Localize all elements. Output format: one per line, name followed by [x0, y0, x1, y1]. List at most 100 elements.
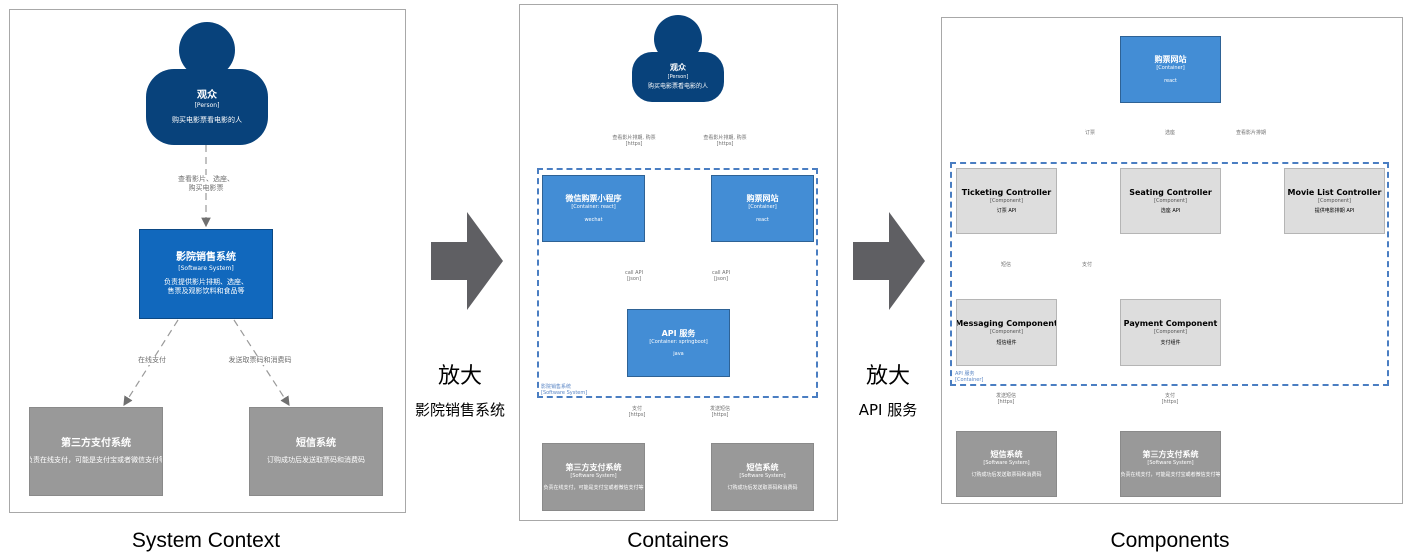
component-payment-desc: 负责在线支付，可能是支付宝或者微信支付等	[1120, 472, 1221, 478]
component-sms-box: 短信系统 [Software System] 订购成功后发送取票码和消费码	[956, 431, 1057, 497]
caption-containers: Containers	[627, 529, 729, 552]
edge-label-line: [json]	[713, 276, 729, 283]
zoom-arrow-icon	[431, 212, 503, 310]
movielist-controller-box: Movie List Controller [Component] 提供电影排期…	[1284, 168, 1385, 234]
container-payment-type: [Software System]	[570, 472, 617, 479]
edge-label-line: [json]	[626, 276, 642, 283]
messaging-type: [Component]	[990, 329, 1023, 336]
boundary-line: [Container]	[955, 377, 984, 383]
edge-label-msg: 短信	[1000, 262, 1012, 269]
edge-label-line: [https]	[625, 141, 643, 148]
container-viewer-type: [Person]	[667, 73, 689, 80]
container-payment-title: 第三方支付系统	[565, 462, 622, 472]
api-boundary-label: API 服务 [Container]	[955, 371, 983, 383]
system-desc-2: 售票及观影饮料和食品等	[167, 287, 245, 295]
component-web-desc: react	[1164, 77, 1177, 84]
boundary-line: 影院销售系统	[541, 384, 572, 390]
component-sms-type: [Software System]	[983, 459, 1030, 466]
web-title: 购票网站	[746, 194, 779, 204]
edge-label-line: 购买电影票	[188, 183, 224, 192]
messaging-title: Messaging Component	[956, 319, 1057, 329]
container-payment-desc: 负责在线支付，可能是支付宝或者微信支付等	[543, 485, 644, 491]
movielist-title: Movie List Controller	[1287, 187, 1382, 197]
component-web-box: 购票网站 [Container] react	[1120, 36, 1221, 103]
edge-label-viewer: 查看影片、选座、 购买电影票	[178, 175, 234, 193]
component-sms-desc: 订购成功后发送取票码和消费码	[971, 472, 1042, 478]
edge-label-comp-pay: 支付 [https]	[1161, 393, 1179, 406]
edge-label-line: 发送短信	[995, 393, 1017, 399]
edge-label-line: call API	[711, 270, 731, 276]
payment-component-box: Payment Component [Component] 支付组件	[1120, 299, 1221, 366]
zoom-sub-1: 影院销售系统	[414, 401, 506, 419]
container-sms-box: 短信系统 [Software System] 订购成功后发送取票码和消费码	[711, 443, 814, 511]
movielist-type: [Component]	[1318, 197, 1351, 204]
edge-label-line: 支付	[631, 406, 642, 412]
ticketing-title: Ticketing Controller	[961, 187, 1052, 197]
ticketing-controller-box: Ticketing Controller [Component] 订票 API	[956, 168, 1057, 234]
payment-system-box: 第三方支付系统 负责在线支付，可能是支付宝或者微信支付等	[29, 407, 163, 496]
viewer-person: 观众 [Person] 购买电影票看电影的人	[146, 69, 268, 145]
container-sms-desc: 订购成功后发送取票码和消费码	[727, 485, 798, 491]
edge-label-paycomp: 支付	[1081, 262, 1093, 269]
wechat-type: [Container: react]	[571, 204, 616, 211]
paymentcomp-desc: 支付组件	[1160, 339, 1181, 346]
edge-label-pay: 在线支付	[138, 356, 166, 365]
zoom-label-1: 放大	[437, 364, 483, 389]
system-type: [Software System]	[178, 264, 234, 272]
zoom-arrow-icon	[853, 212, 925, 310]
wechat-container-box: 微信购票小程序 [Container: react] wechat	[542, 175, 645, 242]
system-boundary	[537, 168, 818, 398]
edge-label-api-sms: 发送短信 [https]	[709, 406, 731, 419]
api-boundary	[950, 162, 1389, 386]
edge-label-line: [https]	[1161, 399, 1179, 406]
edge-label-viewer-web: 查看影片排期, 购票 [https]	[703, 135, 747, 148]
edge-label-call-left: call API [json]	[624, 270, 644, 283]
container-viewer-desc: 购买电影票看电影的人	[647, 83, 708, 91]
payment-desc: 负责在线支付，可能是支付宝或者微信支付等	[29, 456, 163, 465]
container-viewer-person: 观众 [Person] 购买电影票看电影的人	[632, 52, 724, 102]
edge-label-sms: 发送取票码和消费码	[228, 356, 292, 365]
boundary-line: [Software System]	[541, 390, 588, 396]
system-desc-1: 负责提供影片排期、选座、	[164, 278, 248, 287]
caption-components: Components	[1110, 529, 1230, 552]
edge-label-line: [https]	[716, 141, 734, 148]
web-desc: react	[756, 216, 769, 223]
edge-label-comp-sms: 发送短信 [https]	[995, 393, 1017, 406]
viewer-title: 观众	[197, 90, 217, 102]
seating-desc: 选座 API	[1160, 208, 1181, 214]
sms-title: 短信系统	[296, 437, 336, 449]
edge-label-line: [https]	[997, 399, 1015, 406]
container-sms-title: 短信系统	[746, 462, 779, 472]
edge-label-line: [https]	[711, 412, 729, 419]
component-sms-title: 短信系统	[990, 449, 1023, 459]
edge-label-viewer-wechat: 查看影片排期, 购票 [https]	[612, 135, 656, 148]
wechat-title: 微信购票小程序	[565, 194, 622, 204]
api-type: [Container: springboot]	[649, 338, 708, 345]
edge-label-line: 发送短信	[709, 406, 731, 412]
container-viewer-title: 观众	[670, 63, 686, 73]
edge-label-call-right: call API [json]	[711, 270, 731, 283]
messaging-component-box: Messaging Component [Component] 短信组件	[956, 299, 1057, 366]
edge-label-line: 查看影片、选座、	[178, 175, 234, 183]
sms-desc: 订购成功后发送取票码和消费码	[267, 456, 365, 465]
web-type: [Container]	[748, 204, 777, 211]
ticketing-type: [Component]	[990, 197, 1023, 204]
edge-label-line: 查看影片排期, 购票	[703, 135, 747, 141]
payment-title: 第三方支付系统	[61, 437, 131, 449]
edge-label-line: [https]	[628, 412, 646, 419]
paymentcomp-type: [Component]	[1154, 329, 1187, 336]
system-title: 影院销售系统	[176, 252, 236, 264]
system-boundary-label: 影院销售系统 [Software System]	[541, 384, 587, 396]
edge-label-line: call API	[624, 270, 644, 276]
api-desc: java	[673, 351, 684, 357]
web-container-box: 购票网站 [Container] react	[711, 175, 814, 242]
api-title: API 服务	[661, 328, 696, 338]
wechat-desc: wechat	[584, 216, 603, 223]
seating-controller-box: Seating Controller [Component] 选座 API	[1120, 168, 1221, 234]
viewer-head	[179, 22, 235, 78]
edge-label-line: 查看影片排期, 购票	[612, 135, 656, 141]
ticketing-desc: 订票 API	[996, 208, 1017, 214]
viewer-type: [Person]	[194, 102, 220, 110]
boundary-line: API 服务	[955, 371, 975, 377]
component-web-title: 购票网站	[1154, 55, 1187, 65]
